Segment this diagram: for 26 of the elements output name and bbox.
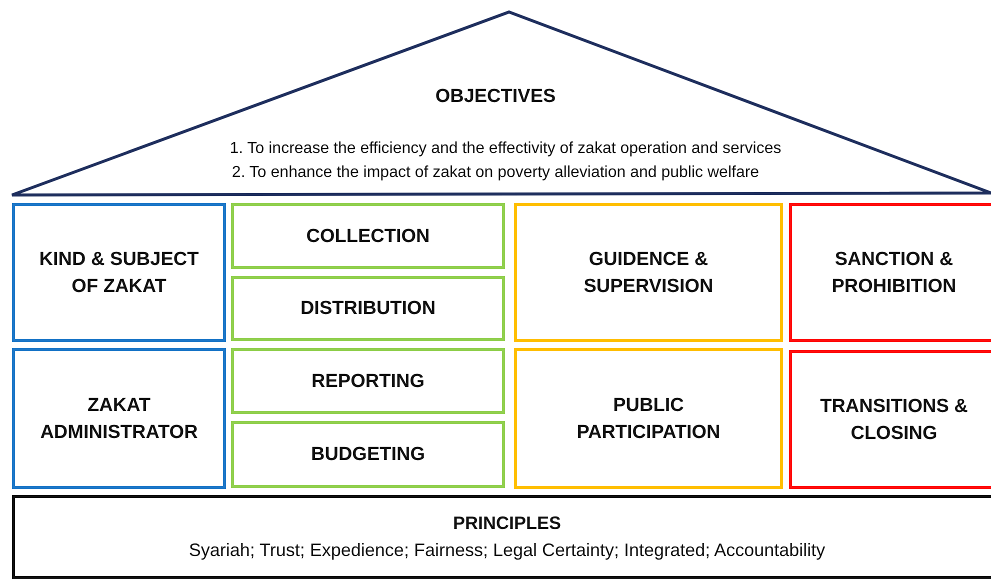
pillar-box — [231, 276, 505, 341]
pillar-box — [12, 203, 226, 342]
pillar-box — [514, 348, 783, 489]
pillar-label: BUDGETING — [311, 443, 425, 467]
pillar-label: ZAKAT ADMINISTRATOR — [39, 394, 199, 444]
objective-item: 1. To increase the efficiency and the effectivity of zakat operation and services — [228, 140, 782, 158]
principles-list: Syariah; Trust; Expedience; Fairness; Legal Certainty; Integrated; Accountability — [188, 537, 826, 564]
pillar-label: COLLECTION — [306, 224, 430, 248]
foundation-box — [12, 495, 991, 579]
pillar-label: KIND & SUBJECT OF ZAKAT — [38, 248, 200, 298]
pillar-label: DISTRIBUTION — [300, 297, 436, 321]
pillar-label: GUIDENCE & SUPERVISION — [582, 248, 714, 298]
pillar-box — [514, 203, 783, 342]
pillar-box — [231, 421, 505, 488]
pillar-label: TRANSITIONS & CLOSING — [819, 394, 969, 446]
pillar-label: PRINCIPLES — [452, 512, 562, 535]
objective-item: 2. To enhance the impact of zakat on poverty alleviation and public welfare — [230, 164, 760, 182]
objectives-heading: OBJECTIVES — [434, 86, 557, 108]
pillar-box — [231, 348, 505, 414]
pillar-label: REPORTING — [312, 370, 424, 394]
pillar-box — [231, 203, 505, 269]
pillar-box — [12, 348, 226, 489]
pillar-label: PUBLIC PARTICIPATION — [576, 394, 722, 444]
pillar-box — [789, 350, 991, 489]
pillar-label: SANCTION & PROHIBITION — [830, 248, 958, 298]
pillar-box — [789, 203, 991, 342]
